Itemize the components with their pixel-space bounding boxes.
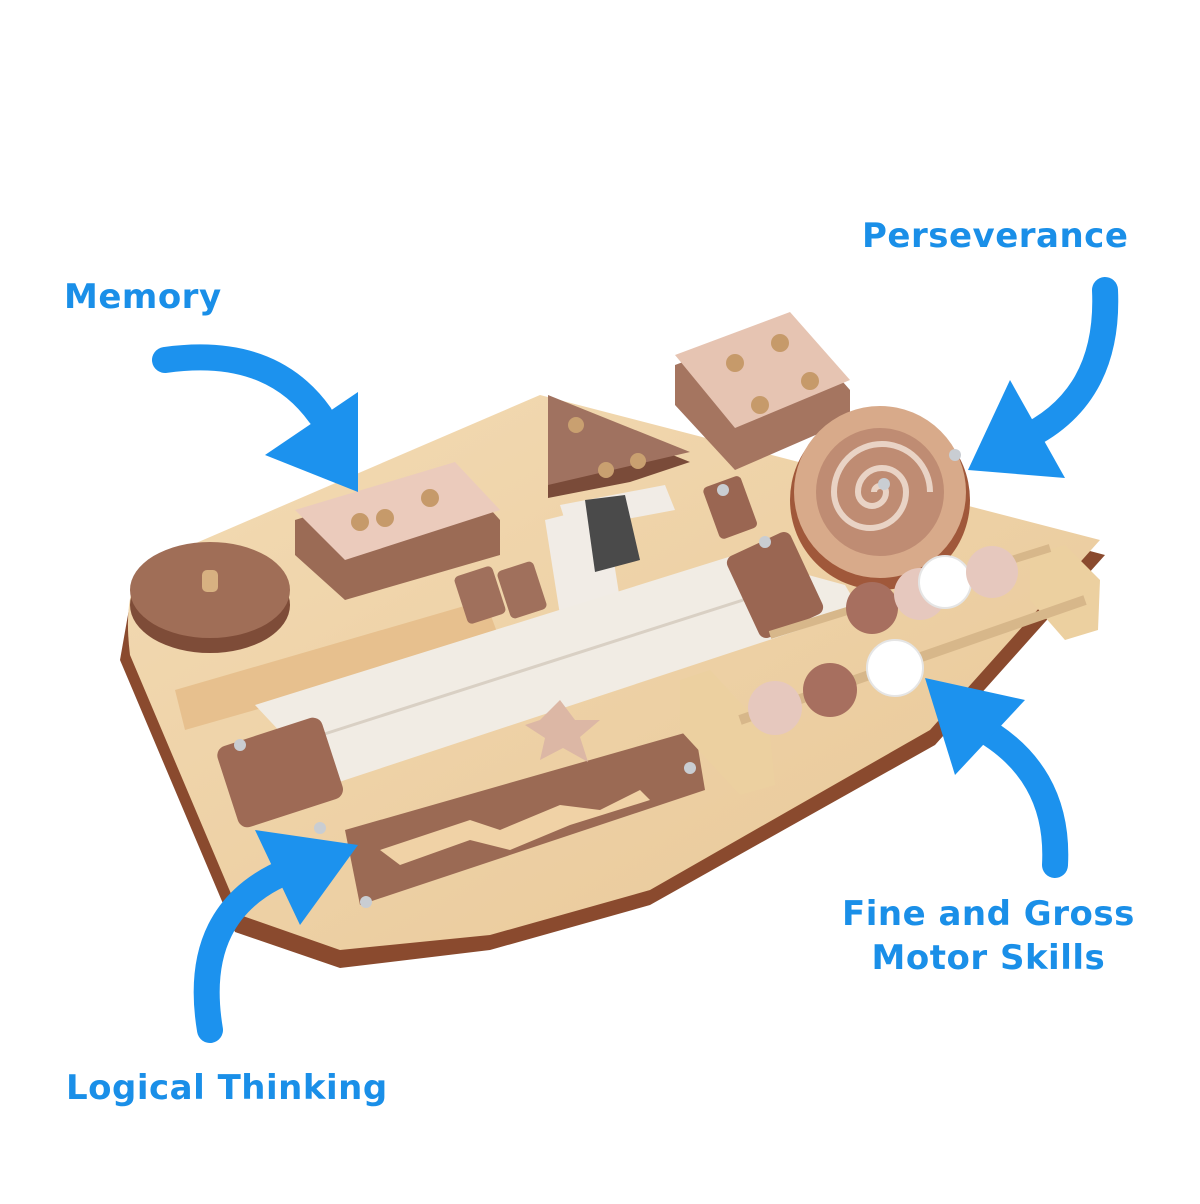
zipper-pull-flap [217,717,343,828]
round-disc-piece [130,542,290,653]
rectangle-shape-piece [295,462,500,600]
motor-skills-label-line1: Fine and Gross [842,894,1135,934]
screws [234,449,961,908]
triangle-shape-piece [548,395,690,498]
small-tabs [454,561,547,624]
logical-thinking-label: Logical Thinking [66,1068,388,1108]
motor-skills-label: Fine and Gross Motor Skills [842,892,1135,980]
motor-skills-label-line2: Motor Skills [871,938,1106,979]
logic-arrow-icon [193,830,358,1043]
velcro-strap [175,600,500,730]
spiral-gear-maze [790,406,970,590]
zipper-end-flap [726,532,824,638]
memory-label: Memory [64,277,222,317]
perseverance-arrow-icon [968,277,1119,478]
maze-slider-piece [345,700,705,905]
buckle-strap [545,476,757,615]
abacus-bead-slider [680,544,1100,795]
memory-arrow-icon [152,344,358,492]
perseverance-label: Perseverance [862,216,1129,256]
motor-skills-arrow-icon [925,678,1069,878]
square-shape-piece [675,312,850,470]
